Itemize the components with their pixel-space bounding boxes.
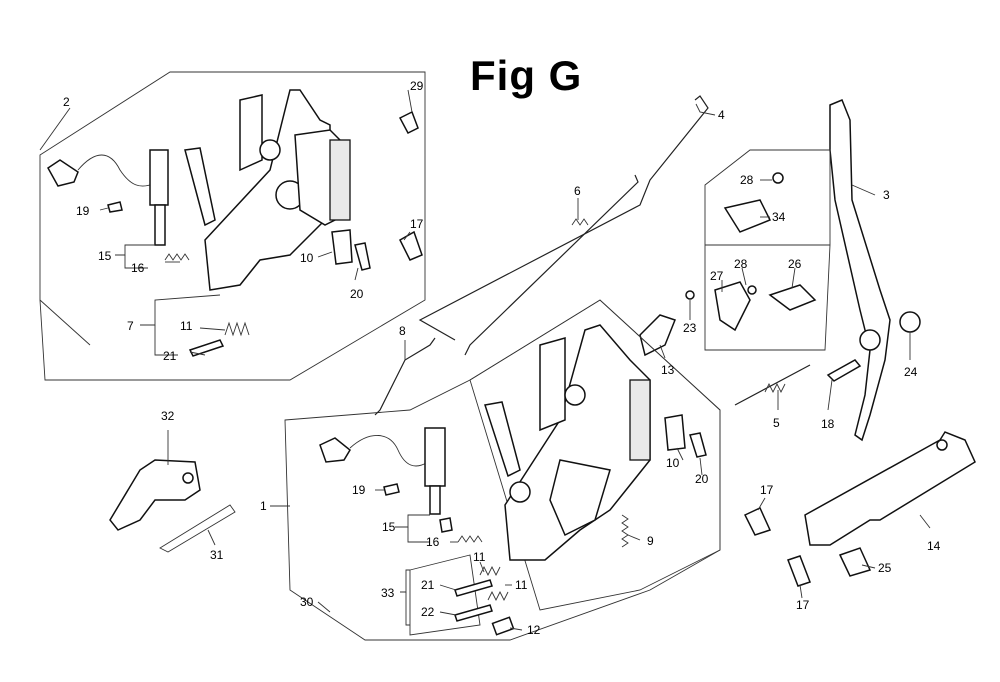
callout-19b: 19 [352, 483, 366, 497]
rod-5 [734, 364, 811, 406]
callout-20: 20 [350, 287, 364, 301]
spring-16-top [164, 253, 190, 261]
throttle-cable-lever-main [319, 427, 446, 515]
figure-title: Fig G [470, 52, 583, 99]
part-26-27-assy [685, 281, 817, 332]
callout-11c: 11 [515, 578, 528, 592]
callout-29: 29 [410, 79, 424, 93]
callout-17c: 17 [796, 598, 810, 612]
lever-arm-3 [829, 99, 891, 442]
plate-14 [804, 431, 976, 546]
screw-19-main [383, 483, 400, 496]
callout-6: 6 [574, 184, 581, 198]
callout-16: 16 [131, 261, 145, 275]
callout-32: 32 [161, 409, 175, 423]
screw-19-top [107, 201, 123, 213]
callout-3: 3 [883, 188, 890, 202]
rod-4 [418, 95, 709, 341]
callout-9: 9 [647, 534, 654, 548]
callout-17: 17 [410, 217, 424, 231]
bolt-29 [398, 110, 419, 134]
callout-7: 7 [127, 319, 134, 333]
throttle-cable-lever-top [47, 149, 169, 246]
callout-33: 33 [381, 586, 395, 600]
kit-33 [409, 554, 515, 636]
bolt-17-right [743, 507, 772, 536]
rod-6 [464, 174, 639, 356]
callout-24: 24 [904, 365, 918, 379]
callout-1: 1 [260, 499, 267, 513]
callout-16b: 16 [426, 535, 440, 549]
nut-24 [899, 311, 921, 333]
spring-16-main [457, 535, 483, 543]
callout-10b: 10 [666, 456, 680, 470]
callout-28b: 28 [734, 257, 748, 271]
callout-21b: 21 [421, 578, 435, 592]
bracket-32 [109, 459, 201, 531]
callout-18: 18 [821, 417, 835, 431]
bolt-17-top [399, 230, 423, 261]
callout-15: 15 [98, 249, 112, 263]
callout-10: 10 [300, 251, 314, 265]
spring-11-top [224, 321, 250, 337]
callout-26: 26 [788, 257, 802, 271]
pin-31 [159, 504, 236, 553]
callout-2: 2 [63, 95, 70, 109]
part-13 [639, 314, 676, 357]
callout-14: 14 [927, 539, 941, 553]
screw-21-top [188, 339, 225, 357]
callout-12: 12 [527, 623, 541, 637]
part-34-cap [723, 172, 784, 233]
callout-4: 4 [718, 108, 725, 122]
callout-31: 31 [210, 548, 224, 562]
leader-lines [39, 89, 931, 631]
callout-17b: 17 [760, 483, 774, 497]
callout-21: 21 [163, 349, 177, 363]
pin-12 [491, 616, 515, 636]
assembly-1-outline [284, 299, 721, 641]
callout-15b: 15 [382, 520, 396, 534]
throttle-arm-main [484, 401, 521, 478]
callout-30: 30 [300, 595, 314, 609]
callout-22: 22 [421, 605, 435, 619]
callout-27: 27 [710, 269, 724, 283]
callout-11b: 11 [473, 550, 486, 564]
assembly-2-outline [39, 71, 426, 381]
screw-23 [685, 290, 695, 300]
bolt-17-bottom [787, 555, 811, 587]
screw-20-top [354, 242, 371, 271]
callout-13: 13 [661, 363, 675, 377]
callout-19: 19 [76, 204, 90, 218]
pin-18 [826, 359, 862, 382]
clamp-10-main [664, 414, 686, 451]
callout-23: 23 [683, 321, 697, 335]
bolt-25 [838, 547, 872, 577]
spring-6 [571, 218, 589, 226]
callout-25: 25 [878, 561, 892, 575]
callout-8: 8 [399, 324, 406, 338]
callout-20b: 20 [695, 472, 709, 486]
callout-11: 11 [180, 319, 193, 333]
spring-5 [764, 382, 786, 394]
clamp-10-top [331, 229, 353, 265]
callout-34: 34 [772, 210, 786, 224]
throttle-arm-top [184, 147, 216, 227]
spring-9 [621, 514, 629, 548]
screw-20-main [689, 432, 707, 458]
callout-5: 5 [773, 416, 780, 430]
callout-28: 28 [740, 173, 754, 187]
